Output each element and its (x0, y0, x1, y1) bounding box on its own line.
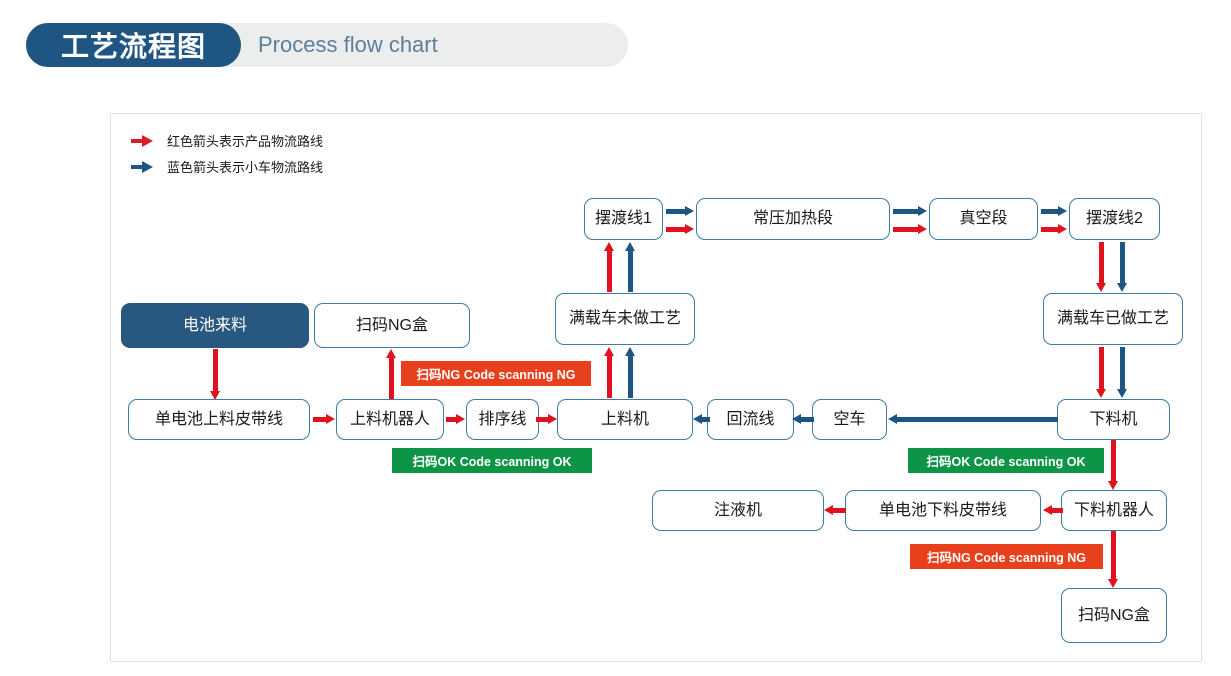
arrow-ferry1-to-heating-red (666, 224, 694, 235)
arrow-incoming-to-feedbelt-red (210, 349, 221, 400)
node-ferry-line-1[interactable]: 摆渡线1 (584, 198, 663, 240)
legend-item-blue: 蓝色箭头表示小车物流路线 (131, 157, 323, 176)
arrow-sorting-to-feeder-red (536, 414, 557, 425)
arrow-vacuum-to-ferry2-red (1041, 224, 1067, 235)
node-feeding-robot[interactable]: 上料机器人 (336, 399, 444, 440)
arrow-processed-to-unloader-blue (1117, 347, 1128, 398)
node-atmospheric-heating[interactable]: 常压加热段 (696, 198, 890, 240)
node-return-line[interactable]: 回流线 (707, 399, 794, 440)
arrow-unprocessed-to-ferry1-blue (625, 242, 636, 292)
node-loaded-cart-processed[interactable]: 满载车已做工艺 (1043, 293, 1183, 345)
arrow-unprocessed-to-ferry1-red (604, 242, 615, 292)
node-sorting-line[interactable]: 排序线 (466, 399, 539, 440)
node-single-cell-discharge-belt[interactable]: 单电池下料皮带线 (845, 490, 1041, 531)
node-scan-ng-box-top[interactable]: 扫码NG盒 (314, 303, 470, 348)
red-arrow-icon (131, 134, 153, 147)
node-vacuum-section[interactable]: 真空段 (929, 198, 1038, 240)
arrow-robot-to-ngbox-red (386, 349, 397, 402)
arrow-feedbelt-to-robot-red (313, 414, 335, 425)
legend-item-red: 红色箭头表示产品物流路线 (131, 131, 323, 150)
node-battery-incoming[interactable]: 电池来料 (121, 303, 309, 348)
tag-scan-ok-right: 扫码OK Code scanning OK (908, 448, 1104, 473)
legend-label-blue: 蓝色箭头表示小车物流路线 (167, 160, 324, 175)
node-unloading-machine[interactable]: 下料机 (1057, 399, 1170, 440)
node-empty-cart[interactable]: 空车 (812, 399, 887, 440)
arrow-ferry2-to-processed-red (1096, 242, 1107, 292)
arrow-returnline-to-feeder-blue (693, 414, 710, 425)
arrow-ferry2-to-processed-blue (1117, 242, 1128, 292)
node-injection-machine[interactable]: 注液机 (652, 490, 824, 531)
arrow-unloader-to-unloadrobot-red (1108, 440, 1119, 490)
flowchart-panel (110, 113, 1202, 662)
page-title-badge: 工艺流程图 (26, 23, 241, 67)
legend-label-red: 红色箭头表示产品物流路线 (167, 134, 324, 149)
node-feeding-machine[interactable]: 上料机 (557, 399, 693, 440)
arrow-unloadrobot-to-ngbox-red (1108, 531, 1119, 588)
node-unloading-robot[interactable]: 下料机器人 (1061, 490, 1167, 531)
tag-scan-ok-left: 扫码OK Code scanning OK (392, 448, 592, 473)
node-ferry-line-2[interactable]: 摆渡线2 (1069, 198, 1160, 240)
node-scan-ng-box-bottom[interactable]: 扫码NG盒 (1061, 588, 1167, 643)
node-loaded-cart-unprocessed[interactable]: 满载车未做工艺 (555, 293, 695, 345)
tag-scan-ng-top: 扫码NG Code scanning NG (401, 361, 591, 386)
page-title: 工艺流程图 (60, 31, 206, 62)
arrow-ferry1-to-heating-blue (666, 206, 694, 217)
arrow-emptycart-to-returnline-blue (792, 414, 814, 425)
arrow-feeder-to-unprocessed-red (604, 347, 615, 398)
node-single-cell-feed-belt[interactable]: 单电池上料皮带线 (128, 399, 310, 440)
arrow-heating-to-vacuum-blue (893, 206, 927, 217)
blue-arrow-icon (131, 160, 153, 173)
tag-scan-ng-bottom: 扫码NG Code scanning NG (910, 544, 1103, 569)
arrow-processed-to-unloader-red (1096, 347, 1107, 398)
page-subtitle: Process flow chart (258, 32, 438, 57)
arrow-vacuum-to-ferry2-blue (1041, 206, 1067, 217)
page-header-bar: 工艺流程图 Process flow chart (26, 23, 628, 67)
arrow-unloader-to-emptycart-blue (888, 414, 1058, 425)
arrow-feeder-to-unprocessed-blue (625, 347, 636, 398)
arrow-robot-to-sorting-red (446, 414, 465, 425)
arrow-heating-to-vacuum-red (893, 224, 927, 235)
arrow-dischargebelt-to-injection-red (824, 505, 846, 516)
arrow-unloadrobot-to-dischargebelt-red (1043, 505, 1063, 516)
